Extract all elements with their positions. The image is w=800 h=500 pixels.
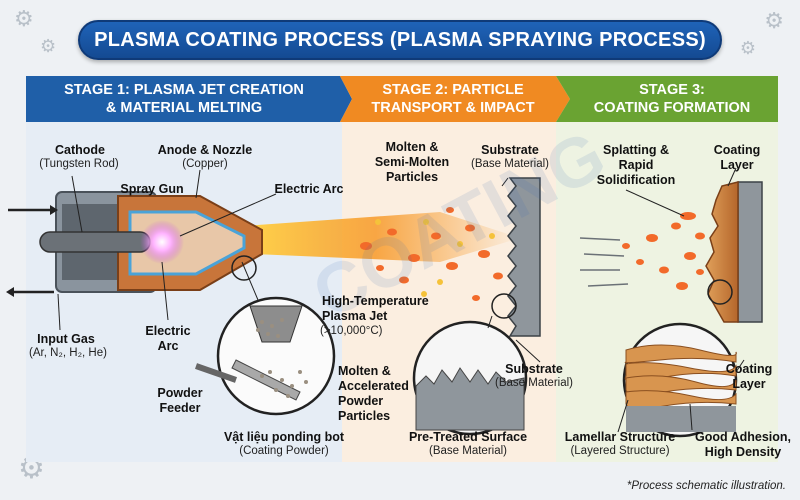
molten-particles-label-1: Molten &	[385, 140, 439, 154]
stage-3-title-line2: COATING FORMATION	[593, 100, 751, 116]
accelerated-particles-label-1: Molten &	[338, 364, 391, 378]
coating-layer-label-mid-2: Layer	[732, 377, 766, 391]
accelerated-particles-label-2: Accelerated	[338, 379, 409, 393]
coating-powder-label: Vật liệu ponding bot	[223, 430, 345, 444]
electric-arc-label-bottom-1: Electric	[145, 324, 191, 338]
splatting-label-3: Solidification	[596, 173, 676, 187]
anode-sublabel: (Copper)	[182, 158, 228, 170]
stage-2-title-line1: STAGE 2: PARTICLE	[382, 82, 524, 98]
molten-particles-label-2: Semi-Molten	[374, 155, 450, 169]
stage-1-title-line2: & MATERIAL MELTING	[105, 100, 263, 116]
lamellae	[624, 344, 737, 410]
cathode-label: Cathode	[55, 143, 105, 157]
splat-particles	[622, 212, 705, 290]
input-gas-sublabel: (Ar, N₂, H₂, He)	[29, 347, 107, 359]
substrate	[507, 177, 541, 337]
spray-gun-label: Spray Gun	[120, 182, 184, 196]
semi-molten-particles	[375, 219, 495, 297]
gear-icon: ⚙	[40, 36, 57, 56]
electric-arc-glow	[140, 220, 184, 264]
gear-icon: ⚙	[14, 6, 34, 31]
molten-particles	[360, 207, 503, 301]
plasma-jet-label-2: Plasma Jet	[322, 309, 388, 323]
coating-layer	[705, 181, 739, 323]
plasma-jet-label-1: High-Temperature	[322, 294, 429, 308]
incoming-arrows	[579, 237, 629, 287]
coating-layer-label-top-2: Layer	[720, 158, 754, 172]
cathode-sublabel: (Tungsten Rod)	[39, 158, 119, 170]
coating-powder-sublabel: (Coating Powder)	[239, 445, 329, 457]
anode-label: Anode & Nozzle	[157, 143, 253, 157]
adhesion-label-2: High Density	[704, 445, 782, 459]
powder-feeder-zoom	[216, 296, 336, 416]
splatting-label-2: Rapid	[618, 158, 654, 172]
gear-icon: ⚙	[739, 38, 756, 58]
pretreated-surface-sublabel: (Base Material)	[429, 445, 507, 457]
coating-layer-label-top-1: Coating	[713, 143, 761, 157]
cathode-rod	[39, 231, 151, 253]
pretreated-surface-label: Pre-Treated Surface	[408, 430, 528, 444]
powder-feeder-tube	[195, 363, 237, 383]
stage-2-title-line2: TRANSPORT & IMPACT	[371, 100, 535, 116]
substrate-label-top: Substrate	[481, 143, 539, 157]
substrate-sublabel-mid: (Base Material)	[495, 377, 573, 389]
coating-layer-label-mid-1: Coating	[725, 362, 773, 376]
powder-feeder-label-1: Powder	[157, 386, 203, 400]
electric-arc-label-bottom-2: Arc	[157, 339, 179, 353]
adhesion-label-1: Good Adhesion,	[694, 430, 792, 444]
splatting-label-1: Splatting &	[603, 143, 669, 157]
molten-particles-label-3: Particles	[385, 170, 439, 184]
powder-feeder-label-2: Feeder	[159, 401, 201, 415]
input-gas-label: Input Gas	[37, 332, 95, 346]
page-title: PLASMA COATING PROCESS (PLASMA SPRAYING …	[78, 20, 722, 60]
lamellar-structure-label: Lamellar Structure	[564, 430, 676, 444]
gear-icon: ⚙	[764, 8, 784, 33]
stage-1-title-line1: STAGE 1: PLASMA JET CREATION	[64, 82, 304, 98]
stage-3-header-bg	[556, 76, 778, 122]
stage-2-header: STAGE 2: PARTICLE TRANSPORT & IMPACT	[350, 76, 556, 122]
stage-3-title-line1: STAGE 3:	[639, 82, 705, 98]
rough-surface	[415, 367, 525, 431]
accelerated-particles-label-4: Particles	[338, 409, 391, 423]
accelerated-particles-label-3: Powder	[338, 394, 384, 408]
lamellar-structure-sublabel: (Layered Structure)	[570, 445, 670, 457]
stage-2-header-bg	[340, 76, 570, 122]
stage-1-header-bg	[26, 76, 352, 122]
stage-1-header: STAGE 1: PLASMA JET CREATION & MATERIAL …	[26, 76, 342, 122]
stage-3-substrate	[737, 181, 763, 323]
powder-particles	[256, 318, 308, 398]
substrate-label-mid: Substrate	[505, 362, 563, 376]
footnote: *Process schematic illustration.	[626, 480, 786, 492]
substrate-sublabel-top: (Base Material)	[471, 158, 549, 170]
plasma-jet-sublabel: (>10,000°C)	[320, 325, 383, 337]
stage-3-header: STAGE 3: COATING FORMATION	[566, 76, 778, 122]
electric-arc-label-top: Electric Arc	[274, 182, 344, 196]
